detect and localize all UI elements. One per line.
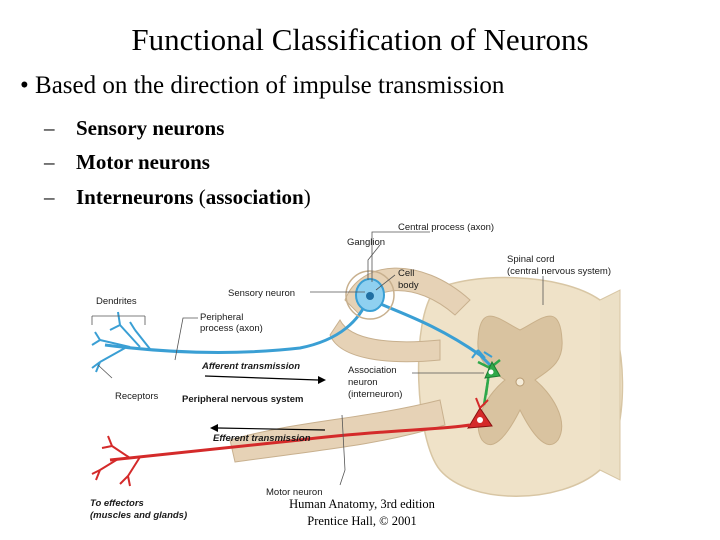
sensory-neuron — [91, 270, 493, 373]
bullet-text: Based on the direction of impulse transm… — [35, 72, 505, 99]
label-association-3: (interneuron) — [348, 389, 402, 400]
label-efferent: Efferent transmission — [213, 433, 311, 444]
label-dendrites: Dendrites — [96, 296, 137, 307]
label-cell-2: body — [398, 280, 419, 291]
label-pns: Peripheral nervous system — [182, 394, 303, 405]
subitem-motor: –Motor neurons — [44, 150, 210, 174]
subitem-sensory: –Sensory neurons — [44, 116, 225, 140]
label-spinal-cord-2: (central nervous system) — [507, 266, 611, 277]
subitem-inter-text: Interneurons — [76, 185, 194, 209]
label-motor-neuron: Motor neuron — [266, 487, 323, 498]
label-association-1: Association — [348, 365, 397, 376]
motor-neuron — [91, 397, 493, 487]
label-peripheral-2: process (axon) — [200, 323, 263, 334]
main-bullet: • Based on the direction of impulse tran… — [20, 72, 505, 99]
label-cell-1: Cell — [398, 268, 414, 279]
subitem-sensory-text: Sensory neurons — [76, 116, 225, 140]
label-receptors: Receptors — [115, 391, 159, 402]
label-afferent: Afferent transmission — [201, 361, 300, 372]
subitem-motor-text: Motor neurons — [76, 150, 210, 174]
spinal-cord — [417, 276, 624, 497]
credit: Human Anatomy, 3rd edition Prentice Hall… — [272, 496, 452, 530]
credit-line2: Prentice Hall, © 2001 — [307, 514, 417, 528]
label-central-process: Central process (axon) — [398, 222, 494, 233]
credit-line1: Human Anatomy, 3rd edition — [289, 497, 435, 511]
page-title: Functional Classification of Neurons — [131, 22, 589, 57]
subitem-inter: –Interneurons (association) — [44, 185, 311, 209]
interneuron — [477, 359, 501, 406]
label-spinal-cord-1: Spinal cord — [507, 254, 555, 265]
label-association-2: neuron — [348, 377, 378, 388]
label-effectors-1: To effectors — [90, 498, 144, 509]
leader-lines — [91, 231, 544, 486]
subitem-inter-paren: association — [205, 185, 304, 209]
label-sensory-neuron: Sensory neuron — [228, 288, 295, 299]
direction-arrows — [204, 375, 326, 432]
label-ganglion: Ganglion — [347, 237, 385, 248]
label-peripheral-1: Peripheral — [200, 312, 243, 323]
label-effectors-2: (muscles and glands) — [90, 510, 187, 521]
